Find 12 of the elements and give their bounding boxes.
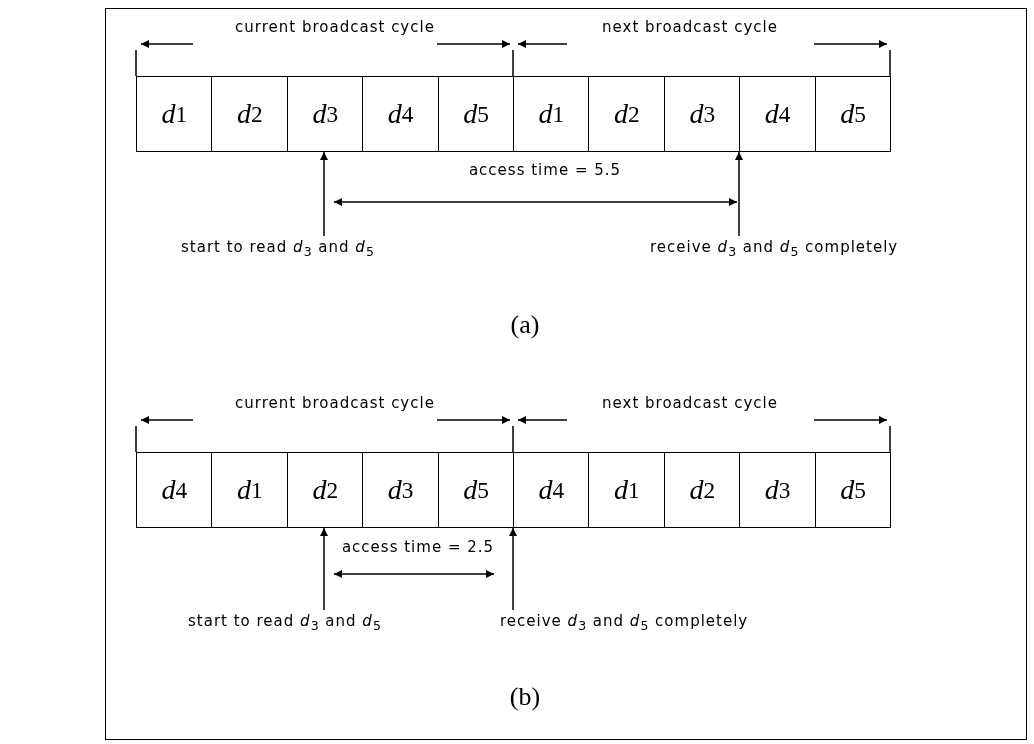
annotation-text: current broadcast cycle — [235, 394, 435, 412]
annotation-text: next broadcast cycle — [602, 394, 778, 412]
annotation-text: receive d$_{3}$ and d$_{5}$ completely — [650, 238, 899, 261]
arrow — [320, 527, 328, 611]
arrow — [735, 151, 743, 237]
annotation-text: start to read d$_{3}$ and d$_{5}$ — [181, 238, 375, 261]
annotation-text: current broadcast cycle — [235, 18, 435, 36]
annotation-text: start to read d$_{3}$ and d$_{5}$ — [188, 612, 382, 635]
annotation-text: next broadcast cycle — [602, 18, 778, 36]
annotation-text: receive d$_{3}$ and d$_{5}$ completely — [500, 612, 749, 635]
arrow — [509, 527, 517, 611]
arrow — [320, 151, 328, 237]
